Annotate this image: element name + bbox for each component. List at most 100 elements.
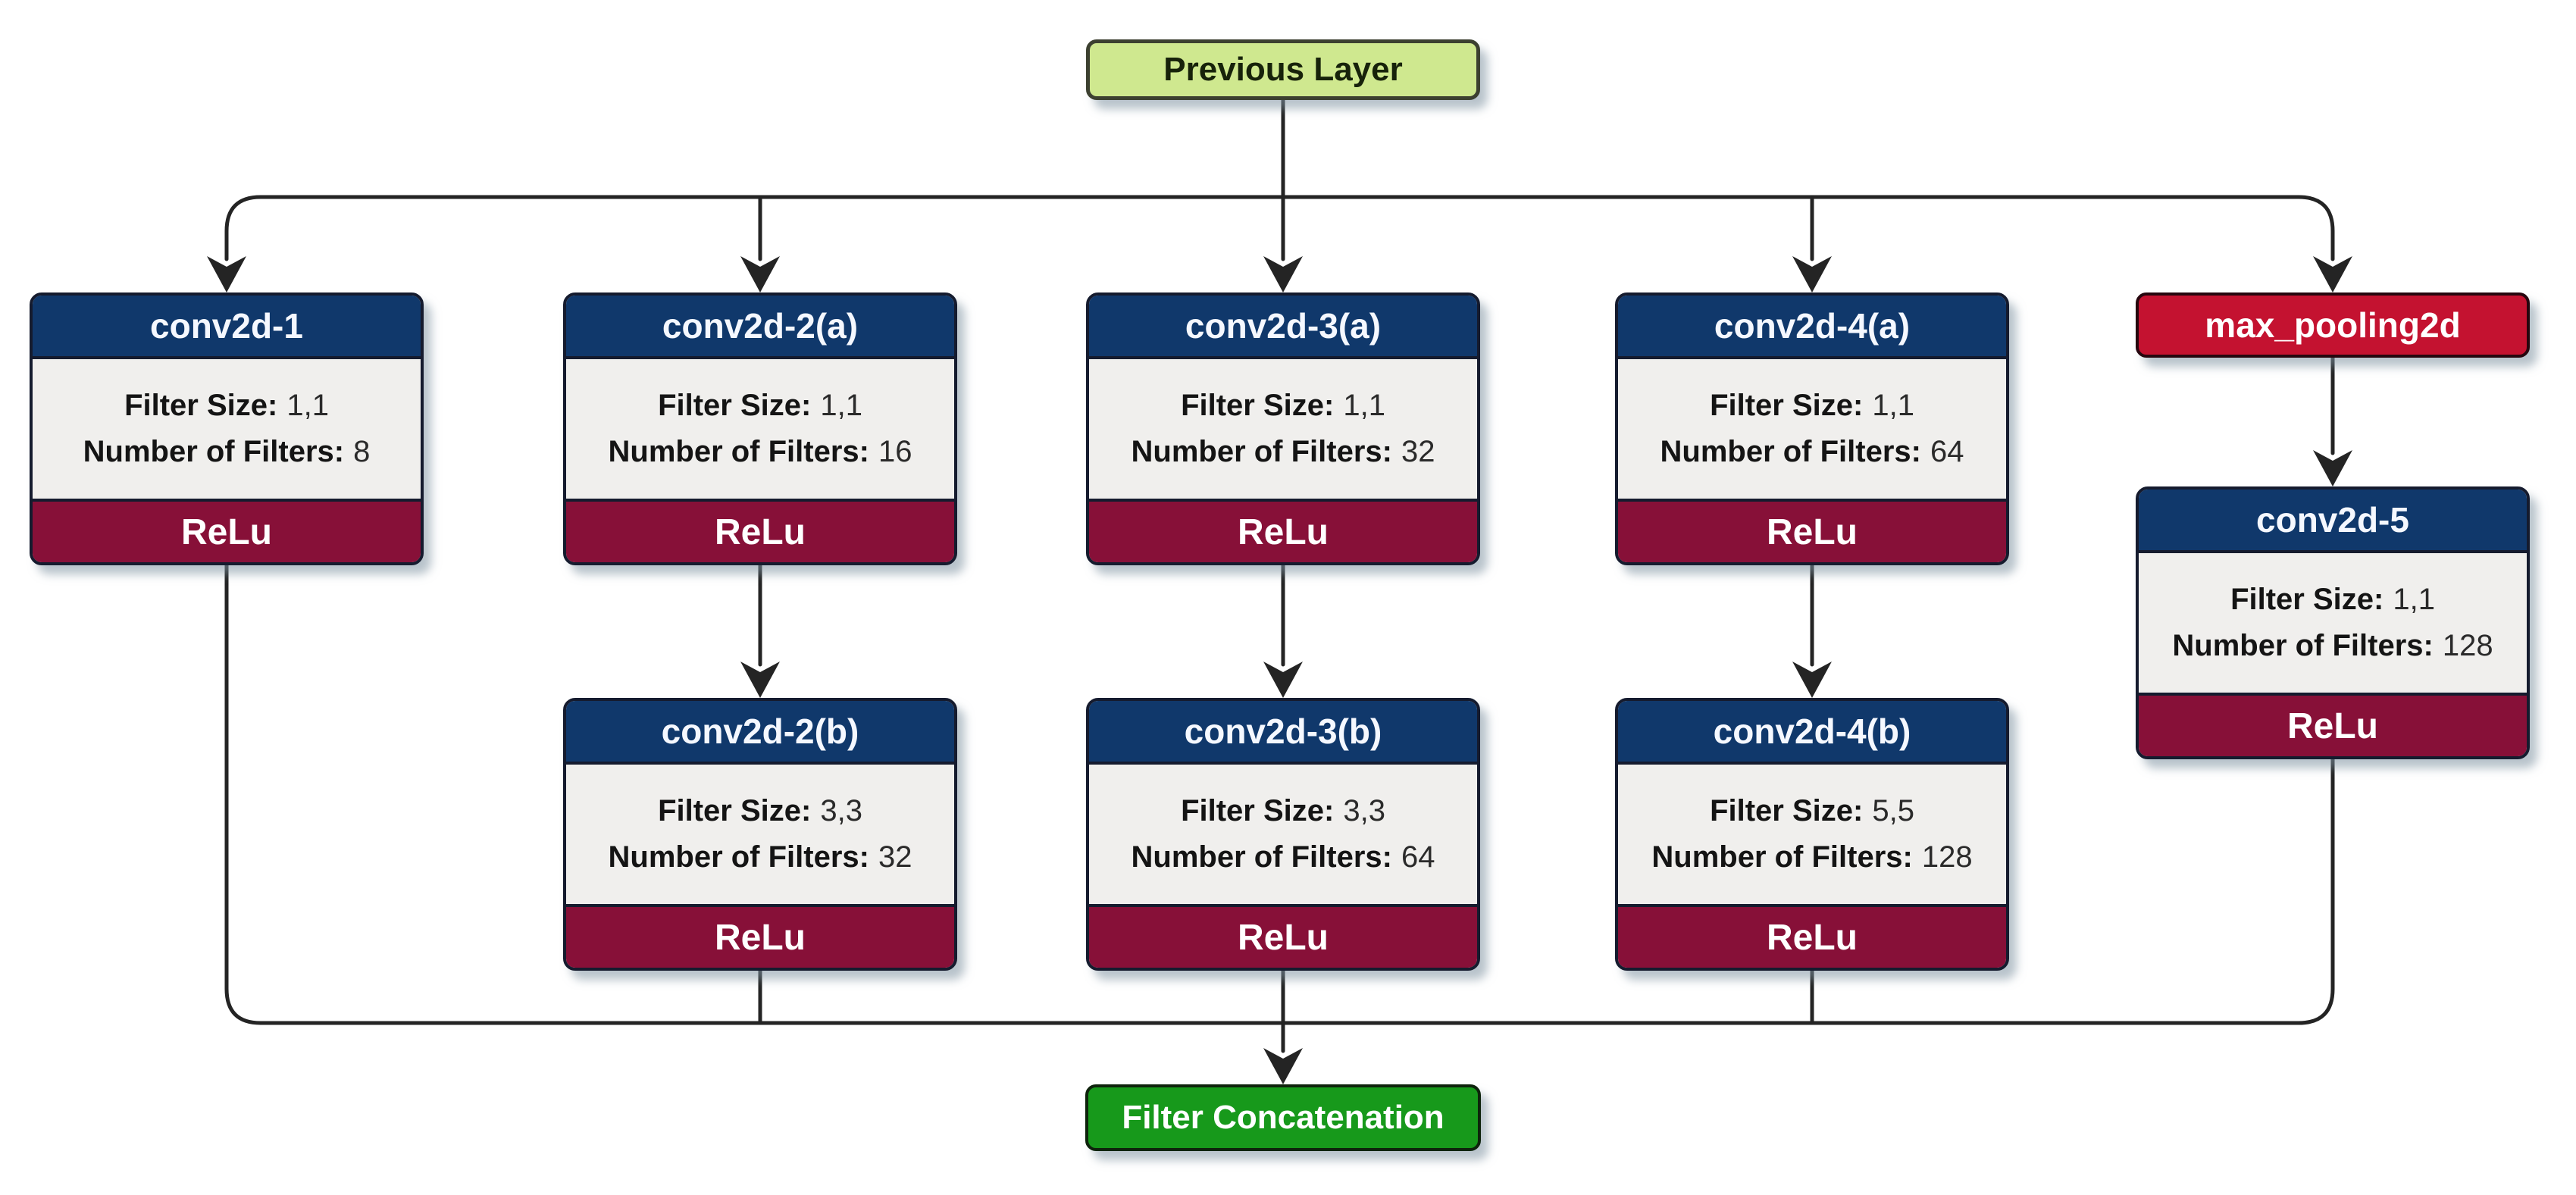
conv-block-body: Filter Size:5,5 Number of Filters:128 <box>1618 765 2006 904</box>
filter-concatenation-label: Filter Concatenation <box>1122 1099 1445 1136</box>
arrowhead-to-conv2d-3b <box>1263 662 1303 698</box>
activation-label: ReLu <box>33 499 421 562</box>
num-filters-label: Number of Filters: <box>1651 840 1913 874</box>
conv-block-title: conv2d-2(b) <box>566 701 954 765</box>
arrowhead-to-conv2d-4b <box>1792 662 1832 698</box>
arrowhead-to-conv2d-4a <box>1792 256 1832 292</box>
filter-size-value: 1,1 <box>1872 389 1914 422</box>
filter-size-value: 1,1 <box>286 389 329 422</box>
num-filters-value: 32 <box>878 840 912 874</box>
num-filters-label: Number of Filters: <box>1131 435 1392 468</box>
previous-layer-label: Previous Layer <box>1163 51 1403 88</box>
num-filters-value: 8 <box>353 435 371 468</box>
filter-size-line: Filter Size:1,1 <box>1710 389 1914 423</box>
conv-block-title: conv2d-1 <box>33 296 421 359</box>
max-pooling2d-box: max_pooling2d <box>2136 292 2530 358</box>
filter-size-line: Filter Size:1,1 <box>658 389 862 423</box>
filter-size-value: 3,3 <box>820 794 862 827</box>
connector-bottom-col5 <box>1281 757 2335 1025</box>
connector-top-bus-right <box>1281 195 2335 261</box>
conv-block-title: conv2d-4(a) <box>1618 296 2006 359</box>
conv-block-conv2d-2b: conv2d-2(b) Filter Size:3,3 Number of Fi… <box>563 698 957 971</box>
conv-block-conv2d-4a: conv2d-4(a) Filter Size:1,1 Number of Fi… <box>1615 292 2009 565</box>
activation-label: ReLu <box>566 499 954 562</box>
filter-size-label: Filter Size: <box>658 794 812 827</box>
conv-block-body: Filter Size:1,1 Number of Filters: 64 <box>1618 359 2006 499</box>
conv-block-title: conv2d-4(b) <box>1618 701 2006 765</box>
arrowhead-to-conv2d-1 <box>207 256 246 292</box>
num-filters-value: 64 <box>1930 435 1964 468</box>
num-filters-line: Number of Filters: 32 <box>1131 435 1435 469</box>
max-pooling2d-label: max_pooling2d <box>2205 305 2461 345</box>
conv-block-body: Filter Size:1,1 Number of Filters: 16 <box>566 359 954 499</box>
activation-label: ReLu <box>1089 904 1477 968</box>
filter-size-line: Filter Size:5,5 <box>1710 794 1914 828</box>
conv-block-conv2d-3a: conv2d-3(a) Filter Size:1,1 Number of Fi… <box>1086 292 1480 565</box>
filter-size-value: 1,1 <box>1343 389 1385 422</box>
filter-size-line: Filter Size: 1,1 <box>2230 583 2435 617</box>
filter-size-line: Filter Size:3,3 <box>1181 794 1385 828</box>
conv-block-body: Filter Size: 1,1 Number of Filters:128 <box>2139 553 2527 693</box>
num-filters-line: Number of Filters: 16 <box>609 435 912 469</box>
num-filters-value: 16 <box>878 435 912 468</box>
filter-size-line: Filter Size:1,1 <box>124 389 329 423</box>
filter-size-label: Filter Size: <box>1181 794 1335 827</box>
arrowhead-to-filter-concatenation <box>1263 1048 1303 1084</box>
conv-block-conv2d-5: conv2d-5 Filter Size: 1,1 Number of Filte… <box>2136 486 2530 759</box>
conv-block-title: conv2d-3(a) <box>1089 296 1477 359</box>
arrowhead-to-conv2d-3a <box>1263 256 1303 292</box>
activation-label: ReLu <box>2139 693 2527 756</box>
conv-block-body: Filter Size:3,3 Number of Filters: 32 <box>566 765 954 904</box>
num-filters-line: Number of Filters:128 <box>1651 840 1972 874</box>
arrowhead-to-conv2d-2b <box>740 662 780 698</box>
num-filters-label: Number of Filters: <box>1131 840 1392 874</box>
arrowhead-to-max-pooling2d <box>2313 256 2352 292</box>
filter-size-label: Filter Size: <box>1710 389 1864 422</box>
num-filters-value: 128 <box>2442 629 2493 662</box>
num-filters-label: Number of Filters: <box>1660 435 1921 468</box>
filter-size-label: Filter Size: <box>658 389 812 422</box>
conv-block-title: conv2d-3(b) <box>1089 701 1477 765</box>
num-filters-value: 64 <box>1401 840 1435 874</box>
arrowhead-to-conv2d-2a <box>740 256 780 292</box>
activation-label: ReLu <box>1618 904 2006 968</box>
filter-size-label: Filter Size: <box>2230 583 2384 616</box>
num-filters-label: Number of Filters: <box>608 435 869 468</box>
num-filters-line: Number of Filters:128 <box>2172 629 2493 663</box>
num-filters-label: Number of Filters: <box>2172 629 2434 662</box>
num-filters-line: Number of Filters:8 <box>83 435 371 469</box>
previous-layer-box: Previous Layer <box>1086 39 1480 100</box>
filter-concatenation-box: Filter Concatenation <box>1085 1084 1481 1151</box>
arrowhead-to-conv2d-5 <box>2313 450 2352 486</box>
num-filters-value: 128 <box>1921 840 1973 874</box>
connector-top-bus-left <box>224 195 1285 261</box>
connector-bottom-col1 <box>224 563 1285 1025</box>
filter-size-value: 3,3 <box>1343 794 1385 827</box>
num-filters-line: Number of Filters: 64 <box>1660 435 1964 469</box>
activation-label: ReLu <box>566 904 954 968</box>
conv-block-body: Filter Size:3,3 Number of Filters: 64 <box>1089 765 1477 904</box>
num-filters-line: Number of Filters: 32 <box>609 840 912 874</box>
filter-size-value: 5,5 <box>1872 794 1914 827</box>
filter-size-label: Filter Size: <box>124 389 278 422</box>
activation-label: ReLu <box>1618 499 2006 562</box>
conv-block-title: conv2d-2(a) <box>566 296 954 359</box>
conv-block-title: conv2d-5 <box>2139 490 2527 553</box>
filter-size-label: Filter Size: <box>1710 794 1864 827</box>
conv-block-conv2d-4b: conv2d-4(b) Filter Size:5,5 Number of Fi… <box>1615 698 2009 971</box>
conv-block-conv2d-2a: conv2d-2(a) Filter Size:1,1 Number of Fi… <box>563 292 957 565</box>
conv-block-body: Filter Size:1,1 Number of Filters:8 <box>33 359 421 499</box>
num-filters-value: 32 <box>1401 435 1435 468</box>
filter-size-line: Filter Size:1,1 <box>1181 389 1385 423</box>
filter-size-label: Filter Size: <box>1181 389 1335 422</box>
conv-block-body: Filter Size:1,1 Number of Filters: 32 <box>1089 359 1477 499</box>
num-filters-label: Number of Filters: <box>83 435 345 468</box>
filter-size-line: Filter Size:3,3 <box>658 794 862 828</box>
num-filters-label: Number of Filters: <box>608 840 869 874</box>
conv-block-conv2d-3b: conv2d-3(b) Filter Size:3,3 Number of Fi… <box>1086 698 1480 971</box>
filter-size-value: 1,1 <box>2393 583 2435 616</box>
num-filters-line: Number of Filters: 64 <box>1131 840 1435 874</box>
filter-size-value: 1,1 <box>820 389 862 422</box>
